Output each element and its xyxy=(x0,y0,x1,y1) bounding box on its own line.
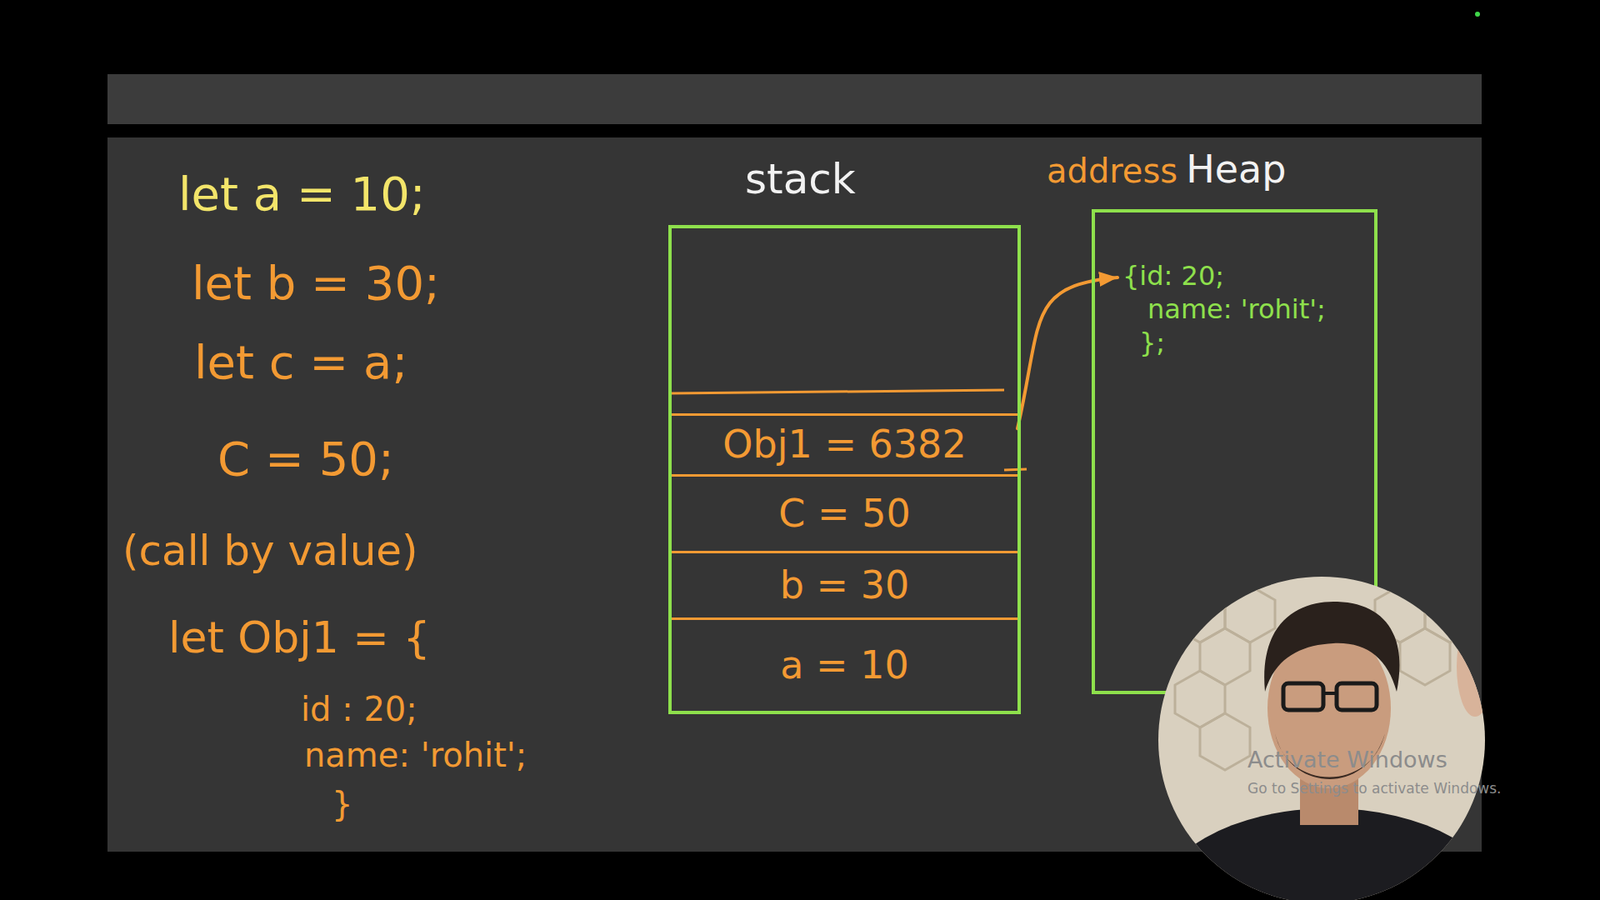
cell-value: Obj1 = 6382 xyxy=(722,420,966,470)
person-body xyxy=(1154,808,1505,900)
code-line: id : 20; xyxy=(300,689,418,730)
cell-value: b = 30 xyxy=(780,561,910,610)
person-hair xyxy=(1264,601,1400,692)
stack-divider xyxy=(671,390,1005,394)
heap-box: addressHeap{id: 20;name: 'rohit';}; xyxy=(1091,209,1378,695)
code-line: } xyxy=(331,784,353,825)
address-heading: address xyxy=(1046,150,1178,192)
status-dot xyxy=(1475,11,1480,17)
honeycomb-pattern xyxy=(1175,585,1475,770)
code-line: let c = a; xyxy=(194,334,408,390)
box-heading: Heap xyxy=(1185,145,1286,195)
heap-object: {id: 20;name: 'rohit';}; xyxy=(1117,255,1331,363)
board-panel xyxy=(107,137,1482,852)
pointer-arrow xyxy=(1017,277,1118,429)
box-heading: stack xyxy=(745,153,856,206)
object-line: name: 'rohit'; xyxy=(1147,292,1326,326)
person-hand xyxy=(1456,616,1494,717)
code-line: C = 50; xyxy=(217,430,395,487)
top-bar xyxy=(107,74,1482,125)
stack-cell: C = 50 xyxy=(671,474,1018,551)
code-line: let b = 30; xyxy=(191,255,440,311)
object-line: {id: 20; xyxy=(1122,259,1326,293)
code-note: (call by value) xyxy=(122,525,419,576)
cell-value: a = 10 xyxy=(780,641,910,690)
watermark: Go to Settings to activate Windows. xyxy=(1247,780,1502,797)
watermark: Activate Windows xyxy=(1247,746,1448,774)
webcam-wall xyxy=(1150,566,1500,900)
cell-value: C = 50 xyxy=(778,490,910,539)
object-line: }; xyxy=(1139,325,1326,360)
heading-row: addressHeap xyxy=(1046,145,1286,195)
code-line: let a = 10; xyxy=(178,165,426,222)
stack-cell: a = 10 xyxy=(671,617,1018,711)
stack-cell: Obj1 = 6382 xyxy=(671,413,1018,475)
code-line: let Obj1 = { xyxy=(168,611,431,664)
stack-divider-tail xyxy=(1004,469,1027,470)
glasses-left xyxy=(1283,683,1324,710)
stack-cell: b = 30 xyxy=(671,550,1018,618)
glasses-right xyxy=(1336,683,1377,710)
code-line: name: 'rohit'; xyxy=(304,735,527,775)
stack-box: stackObj1 = 6382C = 50b = 30a = 10 xyxy=(668,225,1021,715)
